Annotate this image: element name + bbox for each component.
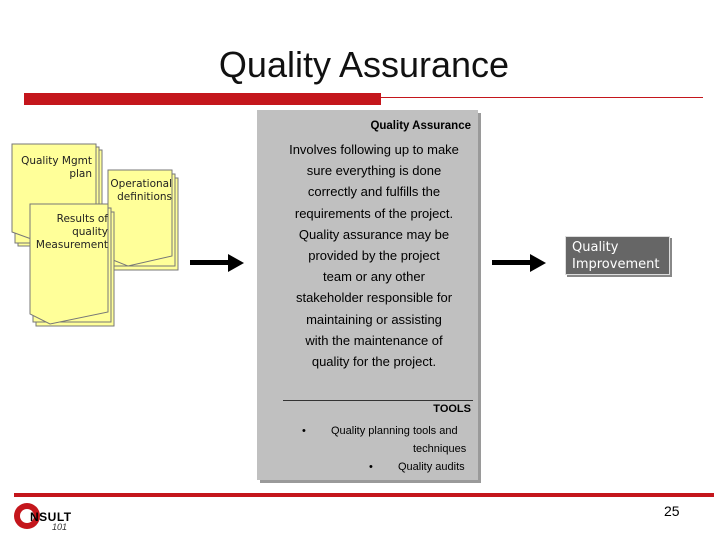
process-box bbox=[257, 110, 478, 480]
doc-results-quality-measurement bbox=[29, 203, 115, 327]
logo-subtext: 101 bbox=[52, 522, 68, 532]
title-rule bbox=[381, 97, 703, 98]
process-line: stakeholder responsible for bbox=[295, 290, 453, 306]
footer-rule bbox=[14, 493, 714, 497]
tool-bullet: • bbox=[302, 425, 306, 437]
tool-item-continued: techniques bbox=[413, 443, 467, 455]
process-line: requirements of the project. bbox=[294, 205, 454, 221]
tool-bullet: • bbox=[369, 461, 373, 473]
doc1-line1: Quality Mgmt bbox=[21, 155, 92, 167]
doc2-label: Operational definitions bbox=[108, 178, 172, 204]
doc2-line1: Operational bbox=[110, 178, 172, 190]
title-accent-bar bbox=[24, 93, 381, 105]
process-line: quality for the project. bbox=[311, 354, 437, 370]
process-line: team or any other bbox=[323, 269, 425, 285]
output-line2: Improvement bbox=[572, 257, 660, 272]
process-line: provided by the project bbox=[308, 248, 440, 264]
process-description: Involves following up to make sure every… bbox=[275, 139, 473, 372]
doc1-line2: plan bbox=[69, 168, 92, 180]
tool-item: Quality audits bbox=[398, 461, 465, 473]
process-line: with the maintenance of bbox=[305, 332, 443, 348]
doc2-line2: definitions bbox=[117, 191, 172, 203]
process-line: Involves following up to make bbox=[289, 142, 459, 157]
arrow-right-icon bbox=[492, 254, 546, 272]
page-number: 25 bbox=[664, 503, 680, 519]
process-line: maintaining or assisting bbox=[306, 311, 442, 327]
process-line: sure everything is done bbox=[306, 163, 442, 179]
process-line: Quality assurance may be bbox=[298, 226, 450, 242]
output-label: Quality Improvement bbox=[572, 239, 668, 273]
doc-operational-definitions bbox=[107, 169, 179, 271]
doc3-line3: Measurement bbox=[35, 239, 108, 251]
logo-text: NSULT bbox=[30, 510, 72, 524]
slide-title: Quality Assurance bbox=[218, 44, 510, 85]
process-title: Quality Assurance bbox=[370, 120, 471, 132]
arrow-right-icon bbox=[190, 254, 244, 272]
process-divider bbox=[283, 400, 473, 401]
process-line: correctly and fulfills the bbox=[307, 184, 441, 200]
doc3-line2: quality bbox=[72, 226, 108, 238]
tools-title: TOOLS bbox=[433, 403, 471, 415]
logo-ring-inner bbox=[20, 509, 34, 523]
tool-item: Quality planning tools and bbox=[331, 425, 458, 437]
output-line1: Quality bbox=[572, 240, 619, 255]
doc1-label: Quality Mgmt plan bbox=[18, 155, 92, 181]
input-documents bbox=[11, 143, 179, 327]
output-box bbox=[565, 236, 670, 275]
doc3-label: Results of quality Measurement bbox=[34, 213, 108, 252]
doc3-line1: Results of bbox=[56, 213, 108, 225]
